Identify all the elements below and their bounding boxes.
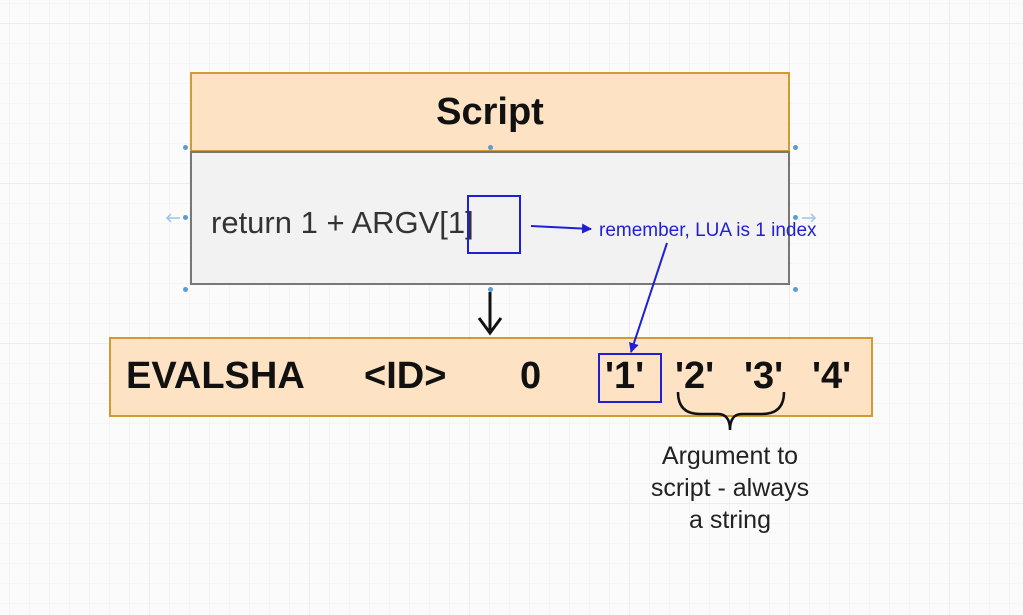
- selection-handle[interactable]: [793, 145, 798, 150]
- command-arg-4: '4': [812, 355, 852, 397]
- annotation-lua-index: remember, LUA is 1 index: [599, 220, 817, 241]
- flow-arrow-icon: [477, 292, 503, 336]
- annotation-argument-line: script - always: [650, 474, 810, 502]
- selection-handle[interactable]: [488, 145, 493, 150]
- argument-brace-icon: [676, 391, 786, 431]
- script-title-box[interactable]: Script: [190, 72, 790, 152]
- selection-handle[interactable]: [183, 287, 188, 292]
- annotation-argument-line: a string: [689, 506, 771, 534]
- selection-handle[interactable]: [183, 215, 188, 220]
- connection-hint-left-icon: [165, 213, 180, 223]
- selection-handle[interactable]: [183, 145, 188, 150]
- annotation-argument: Argument to script - always a string: [620, 440, 840, 536]
- selection-handle[interactable]: [793, 287, 798, 292]
- script-body-box[interactable]: [190, 151, 790, 285]
- command-arg-2: '2': [675, 355, 715, 397]
- connection-hint-right-icon: [802, 213, 817, 223]
- command-box[interactable]: [109, 337, 873, 417]
- argv-index-highlight: [467, 195, 521, 254]
- command-arg-3: '3': [744, 355, 784, 397]
- selection-handle[interactable]: [488, 287, 493, 292]
- script-title: Script: [436, 90, 544, 133]
- script-code-text: return 1 + ARGV[1]: [211, 205, 474, 240]
- command-numkeys: 0: [520, 355, 542, 397]
- arrow-to-arg-1: [629, 242, 668, 353]
- command-keyword: EVALSHA: [126, 355, 305, 397]
- selection-handle[interactable]: [793, 215, 798, 220]
- annotation-argument-line: Argument to: [661, 442, 799, 470]
- command-id: <ID>: [364, 355, 447, 397]
- arg-1-highlight: [598, 353, 662, 403]
- command-arg-1: '1': [605, 355, 645, 397]
- arrow-to-annotation: [530, 223, 592, 234]
